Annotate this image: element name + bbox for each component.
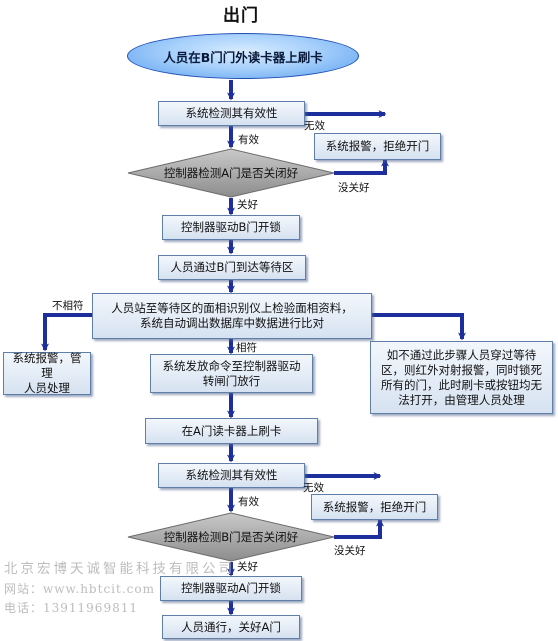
label-invalid-2: 无效 (303, 482, 324, 494)
start-node: 人员在B门门外读卡器上刷卡 (127, 33, 359, 79)
label-valid-1: 有效 (238, 134, 259, 146)
release-command: 系统发放命令至控制器驱动 转闸门放行 (150, 354, 313, 393)
decision-b-label: 控制器检测B门是否关闭好 (163, 530, 299, 544)
card-a-door: 在A门读卡器上刷卡 (145, 418, 318, 444)
face-recognition-check: 人员站至等待区的面相识别仪上检验面相资料， 系统自动调出数据库中数据进行比对 (92, 293, 372, 339)
decision-diamond-b (127, 512, 335, 562)
label-mismatch: 不相符 (52, 300, 84, 312)
bypass-alarm-note: 如不通过此步骤人员穿过等待 区，则红外对射报警，同时锁死 所有的门，此时刷卡或按… (370, 341, 553, 414)
decision-diamond-a (127, 148, 335, 198)
watermark-company: 北京宏博天诚智能科技有限公司 (4, 561, 235, 577)
label-match: 相符 (236, 342, 257, 354)
alarm-manage: 系统报警，管理 人员处理 (3, 351, 91, 395)
unlock-a-door: 控制器驱动A门开锁 (160, 576, 302, 601)
decision-a-label: 控制器检测A门是否关闭好 (163, 166, 299, 180)
label-not-closed-2: 没关好 (334, 545, 366, 557)
label-closed-2: 关好 (237, 561, 258, 573)
check-validity-1: 系统检测其有效性 (158, 101, 305, 126)
watermark-website: 网站：www.hbtcit.com (4, 582, 155, 596)
label-not-closed-1: 没关好 (338, 182, 370, 194)
check-validity-2: 系统检测其有效性 (158, 463, 305, 488)
alarm-reject-2: 系统报警，拒绝开门 (311, 494, 438, 520)
arrow-bypass (372, 313, 466, 341)
exit-close-a: 人员通行，关好A门 (162, 615, 300, 639)
arrow-notclosed1 (334, 158, 389, 175)
arrow-notclosed2 (334, 518, 384, 539)
watermark-phone: 电话：13911969811 (4, 601, 138, 615)
alarm-reject-1: 系统报警，拒绝开门 (314, 133, 441, 160)
label-closed-1: 关好 (237, 199, 258, 211)
label-invalid-1: 无效 (304, 120, 325, 132)
arrow-mismatch (41, 313, 92, 352)
enter-waiting-area: 人员通过B门到达等待区 (158, 255, 306, 280)
unlock-b-door: 控制器驱动B门开锁 (162, 215, 300, 240)
label-valid-2: 有效 (238, 496, 259, 508)
diagram-title: 出门 (223, 6, 259, 26)
